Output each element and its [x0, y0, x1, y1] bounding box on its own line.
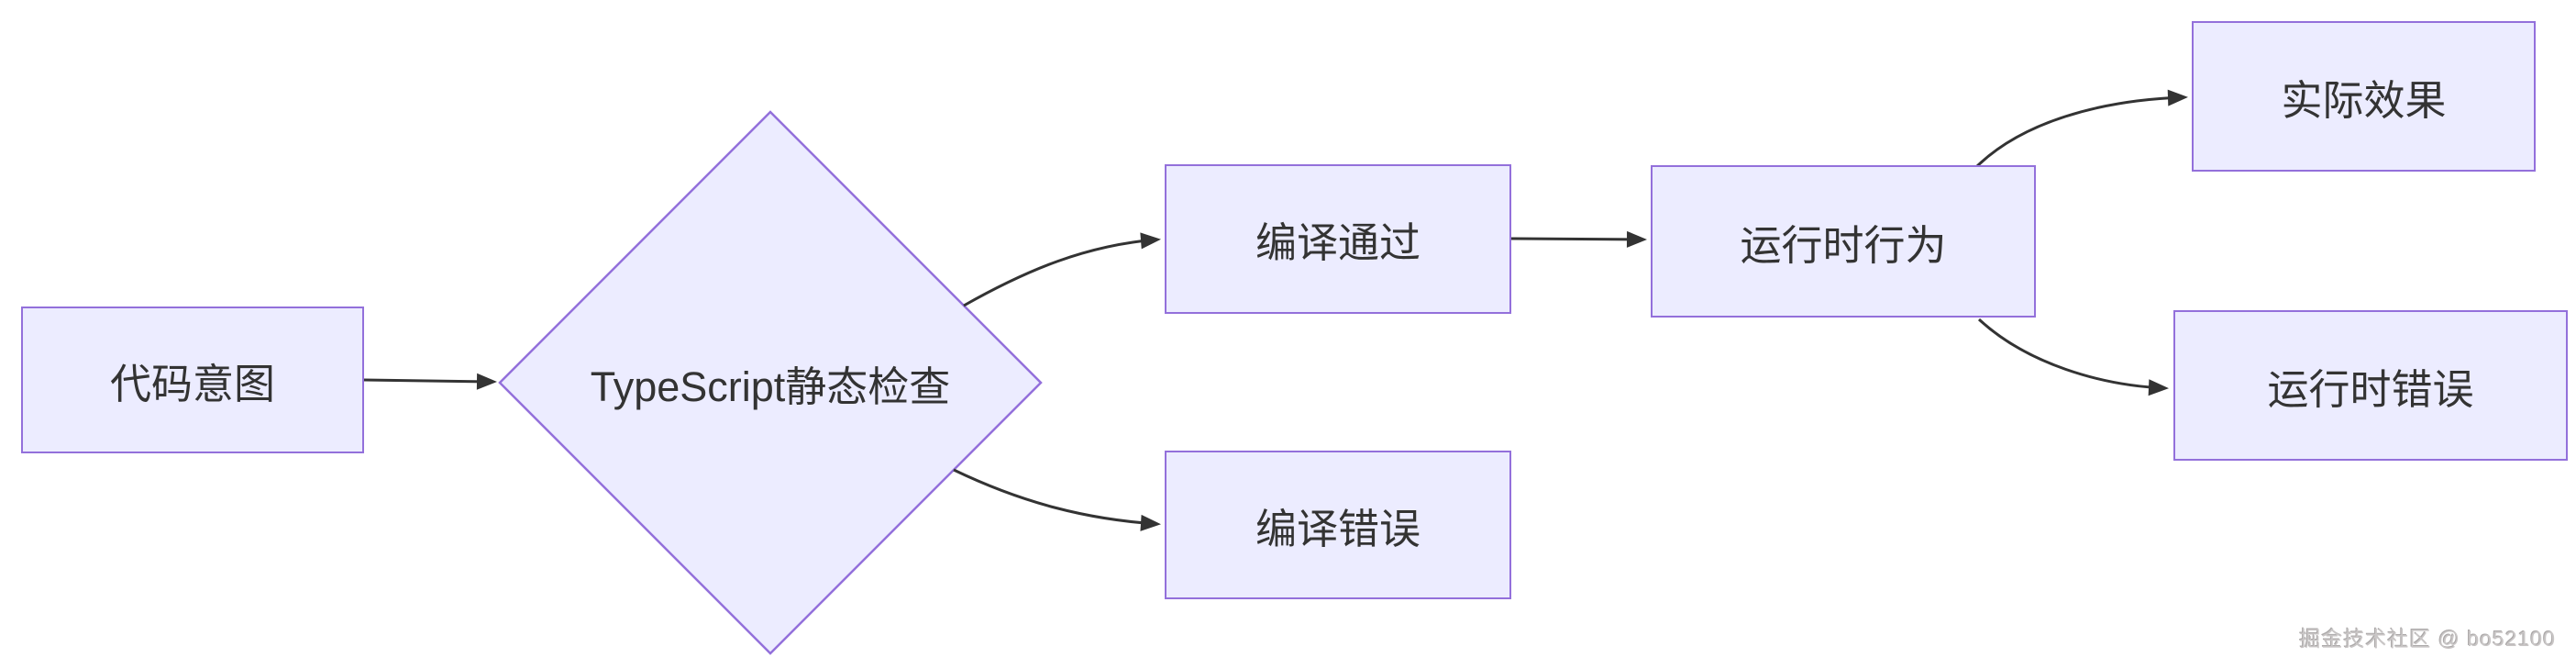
edge-runtime-to-effect	[1974, 89, 2188, 169]
node-code-intent-label: 代码意图	[109, 360, 275, 407]
node-runtime-error: 运行时错误	[2173, 310, 2568, 461]
node-runtime-behavior: 运行时行为	[1651, 165, 2036, 318]
node-actual-effect-label: 实际效果	[2281, 76, 2447, 124]
node-compile-error-label: 编译错误	[1255, 505, 1421, 552]
node-compile-pass: 编译通过	[1165, 164, 1511, 314]
decision-diamond-shape	[498, 110, 1043, 655]
node-runtime-error-label: 运行时错误	[2267, 365, 2474, 413]
edge-check-to-pass	[963, 232, 1161, 307]
node-code-intent: 代码意图	[21, 307, 364, 453]
node-runtime-behavior-label: 运行时行为	[1740, 221, 1947, 269]
node-compile-pass-label: 编译通过	[1255, 219, 1421, 266]
watermark: 掘金技术社区 @ bo52100	[2299, 627, 2556, 651]
node-ts-static-check-label: TypeScript静态检查	[590, 362, 951, 410]
edge-intent-to-check	[363, 373, 497, 390]
node-ts-static-check: TypeScript静态检查	[559, 359, 981, 410]
edge-check-to-compile-error	[953, 468, 1161, 531]
edge-runtime-to-runtime-error	[1977, 318, 2169, 396]
node-compile-error: 编译错误	[1165, 451, 1511, 599]
edge-pass-to-runtime	[1510, 230, 1647, 248]
node-actual-effect: 实际效果	[2192, 21, 2536, 172]
